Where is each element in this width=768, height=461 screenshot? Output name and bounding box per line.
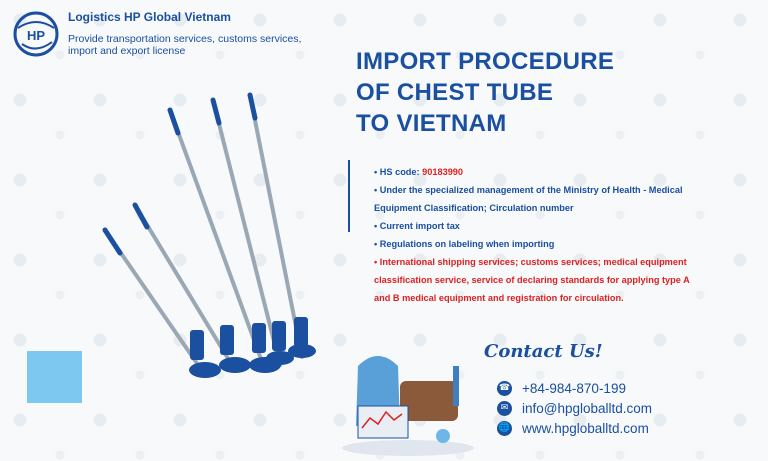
email-icon: ✉: [497, 400, 512, 416]
hs-label: • HS code:: [374, 167, 423, 177]
bullet-management-1: • Under the specialized management of th…: [374, 185, 683, 195]
phone-icon: ☎: [497, 380, 512, 396]
bullet-management-2: Equipment Classification; Circulation nu…: [374, 203, 574, 213]
bullet-accent-bar: [348, 160, 350, 232]
bullet-import-tax: • Current import tax: [374, 221, 460, 231]
info-bullets: • HS code: 90183990 • Under the speciali…: [374, 163, 746, 307]
phone-number[interactable]: +84-984-870-199: [522, 380, 626, 396]
contact-website[interactable]: 🌐 www.hpgloballtd.com: [497, 419, 649, 437]
decorative-blue-square: [27, 351, 82, 403]
contact-email[interactable]: ✉ info@hpgloballtd.com: [497, 399, 652, 417]
email-address[interactable]: info@hpgloballtd.com: [522, 400, 653, 416]
title-line-1: IMPORT PROCEDURE: [356, 48, 615, 75]
globe-icon: 🌐: [497, 420, 512, 436]
medical-bag-illustration: [342, 356, 474, 456]
brand-tagline: Provide transportation services, customs…: [68, 33, 302, 57]
brand-name: Logistics HP Global Vietnam: [68, 10, 231, 24]
bullet-hs-code: • HS code: 90183990: [374, 163, 746, 181]
title-line-2: OF CHEST TUBE: [356, 79, 554, 106]
bullet-services-3: and B medical equipment and registration…: [374, 293, 624, 303]
bullet-labeling: • Regulations on labeling when importing: [374, 239, 555, 249]
contact-title: Contact Us!: [484, 341, 603, 362]
contact-phone[interactable]: ☎ +84-984-870-199: [497, 379, 626, 397]
title-line-3: TO VIETNAM: [356, 110, 507, 137]
bullet-services-2: classification service, service of decla…: [374, 275, 690, 285]
hp-globe-logo-icon: HP: [13, 11, 59, 57]
logo-text: HP: [27, 28, 45, 43]
page-title: IMPORT PROCEDURE OF CHEST TUBE TO VIETNA…: [356, 46, 756, 139]
chest-tube-photo: [102, 92, 316, 378]
hs-value: 90183990: [422, 167, 464, 177]
bullet-services-1: • International shipping services; custo…: [374, 257, 687, 267]
website-link[interactable]: www.hpgloballtd.com: [522, 420, 649, 436]
